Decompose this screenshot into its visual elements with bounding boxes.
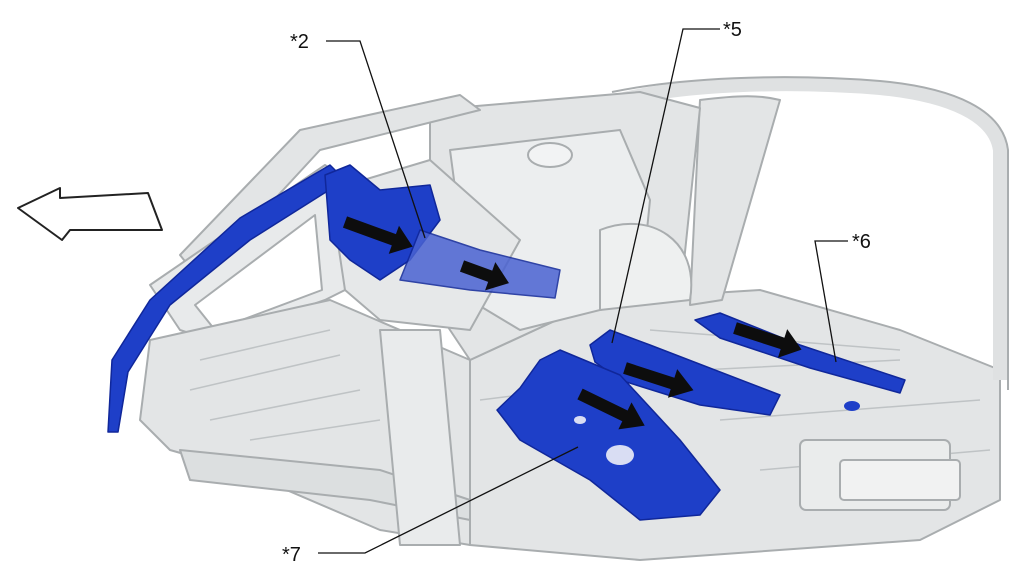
floor-rib-2 (839, 459, 961, 501)
leader-lines (318, 28, 848, 554)
door-opening-pillar (689, 95, 781, 306)
leader-line-2 (326, 40, 426, 239)
member-hole-b (574, 416, 586, 424)
body-frame (139, 76, 1009, 561)
front-floor-cross-member (496, 349, 721, 521)
black-arrow-icon (577, 388, 645, 430)
front-pillar-lower (379, 329, 461, 546)
radiator-opening (194, 214, 323, 331)
black-arrow-icon (733, 322, 802, 358)
black-arrow-icon (342, 216, 413, 254)
load-path-arrows (342, 216, 802, 430)
dash-hole (527, 142, 573, 168)
highlighted-members (107, 164, 906, 521)
black-arrow-icon (459, 260, 509, 291)
cabin-side-frame (618, 77, 1007, 380)
leader-line-6 (814, 240, 848, 363)
callout-label-7: *7 (282, 544, 301, 566)
hollow-arrow-left-icon (17, 187, 163, 241)
wheel-house (599, 222, 693, 311)
leader-line-5 (611, 28, 720, 344)
member-hole-a (606, 445, 634, 465)
front-bumper-reinforcement (107, 164, 346, 433)
black-arrow-icon (623, 362, 694, 398)
callout-label-5: *5 (723, 19, 742, 41)
member-hole-c (844, 401, 860, 411)
callout-label-6: *6 (852, 231, 871, 253)
callout-label-2: *2 (290, 31, 309, 53)
apron-member-extension (399, 229, 561, 299)
cabin-side-frame-edge (611, 76, 1009, 390)
leader-line-7 (318, 446, 579, 554)
